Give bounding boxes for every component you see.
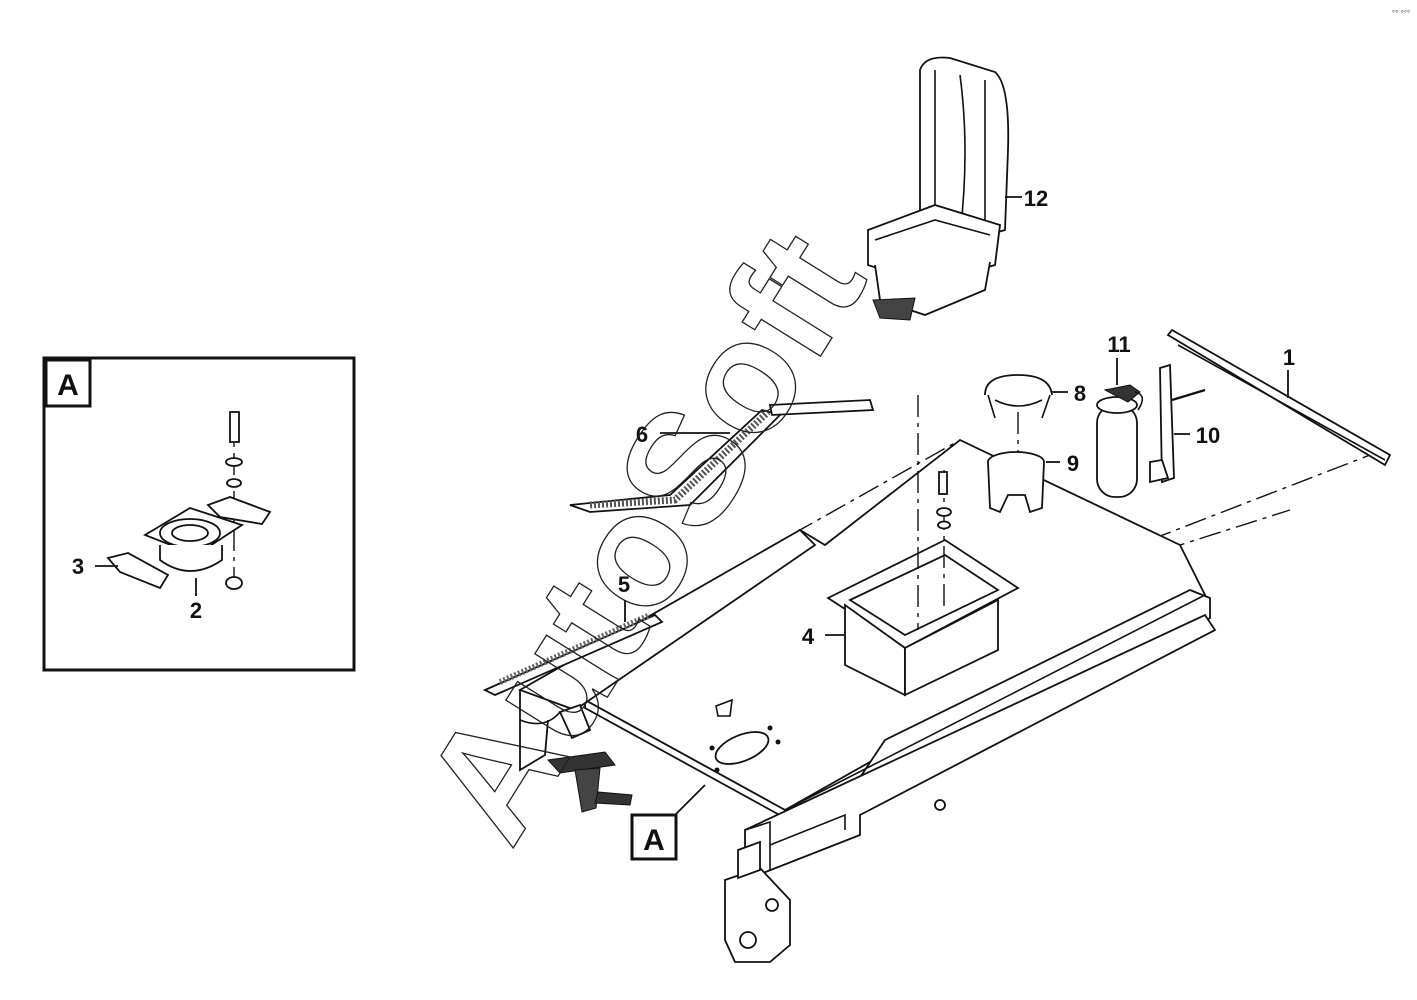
detail-inset: A 3 2	[42, 356, 356, 672]
front-bracket	[724, 866, 791, 963]
step-plate-lower: 5	[482, 572, 664, 696]
detail-reference: A	[630, 784, 706, 861]
shim-plate-upper	[206, 496, 272, 525]
detail-reference-label: A	[643, 824, 665, 857]
storage-box: 4	[802, 395, 1020, 697]
driver-seat: 12	[867, 56, 1048, 321]
inset-label-box	[44, 358, 92, 408]
inset-label: A	[57, 369, 79, 402]
extinguisher-holder: 9	[987, 451, 1079, 514]
callout-2: 2	[190, 598, 202, 623]
callout-6: 6	[636, 422, 648, 447]
floor-hole	[714, 731, 770, 765]
accelerator-pedal	[546, 751, 633, 813]
step-plate-upper: 6	[569, 399, 875, 513]
callout-11: 11	[1107, 332, 1130, 357]
fire-extinguisher: 11	[1096, 332, 1144, 498]
seat-backrest	[919, 56, 1010, 246]
mount-bolt-stack	[225, 411, 243, 590]
trim-strip: 1	[1166, 328, 1392, 467]
rubber-mount	[142, 507, 245, 572]
callout-12: 12	[1024, 186, 1048, 211]
callout-10: 10	[1196, 423, 1220, 448]
callout-5: 5	[618, 572, 630, 597]
callout-3: 3	[72, 554, 84, 579]
left-wall-panel	[517, 528, 817, 712]
extinguisher-bracket: 10	[1149, 363, 1220, 484]
corner-mark: °° °°°	[1392, 9, 1410, 18]
callout-1: 1	[1283, 345, 1295, 370]
callout-8: 8	[1074, 381, 1086, 406]
extinguisher-strap: 8	[984, 374, 1086, 419]
shim-plate-lower	[106, 552, 170, 590]
callout-9: 9	[1067, 451, 1079, 476]
callout-4: 4	[802, 624, 815, 649]
